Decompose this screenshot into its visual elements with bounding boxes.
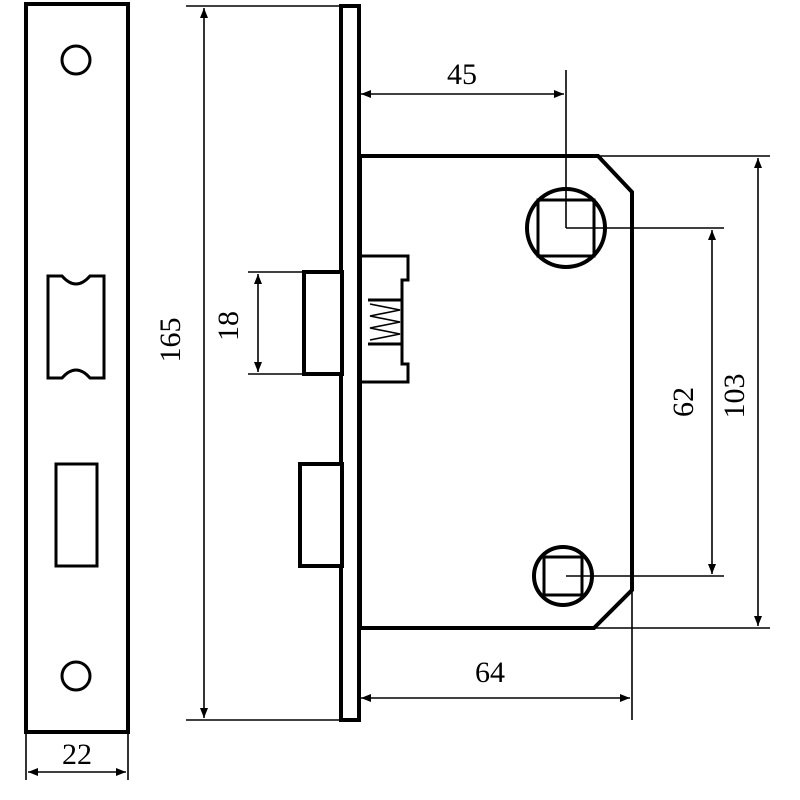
deadbolt-opening: [54, 462, 99, 568]
dimension-label-45: 45: [447, 58, 477, 91]
bottom-screw-hole: [60, 660, 92, 692]
faceplate-outline: [24, 2, 130, 734]
dimension-backset: 45: [361, 58, 724, 229]
dimension-case-height: 103: [594, 155, 770, 629]
dimension-label-103: 103: [718, 374, 751, 419]
lock-side-view: [298, 4, 634, 722]
dimension-label-18: 18: [212, 311, 245, 341]
latch-opening: [46, 274, 106, 380]
dimension-label-165: 165: [154, 318, 187, 363]
dimension-overall-height: 165: [154, 5, 340, 721]
dimension-latch-height: 18: [212, 271, 304, 375]
top-screw-hole: [60, 44, 92, 76]
lock-case-outline: [358, 154, 634, 630]
dimension-label-22: 22: [62, 738, 92, 771]
dimension-spindle-spacing: 62: [566, 230, 724, 577]
dimension-label-64: 64: [475, 656, 505, 689]
dimension-faceplate-width: 22: [25, 732, 129, 780]
latch-housing: [362, 254, 410, 384]
deadbolt: [298, 462, 344, 568]
dimension-label-62: 62: [667, 387, 700, 417]
latch-spring: [369, 303, 401, 341]
dimension-case-depth: 64: [361, 590, 633, 720]
faceplate-front-view: [24, 2, 130, 734]
latch-bolt: [302, 270, 344, 376]
